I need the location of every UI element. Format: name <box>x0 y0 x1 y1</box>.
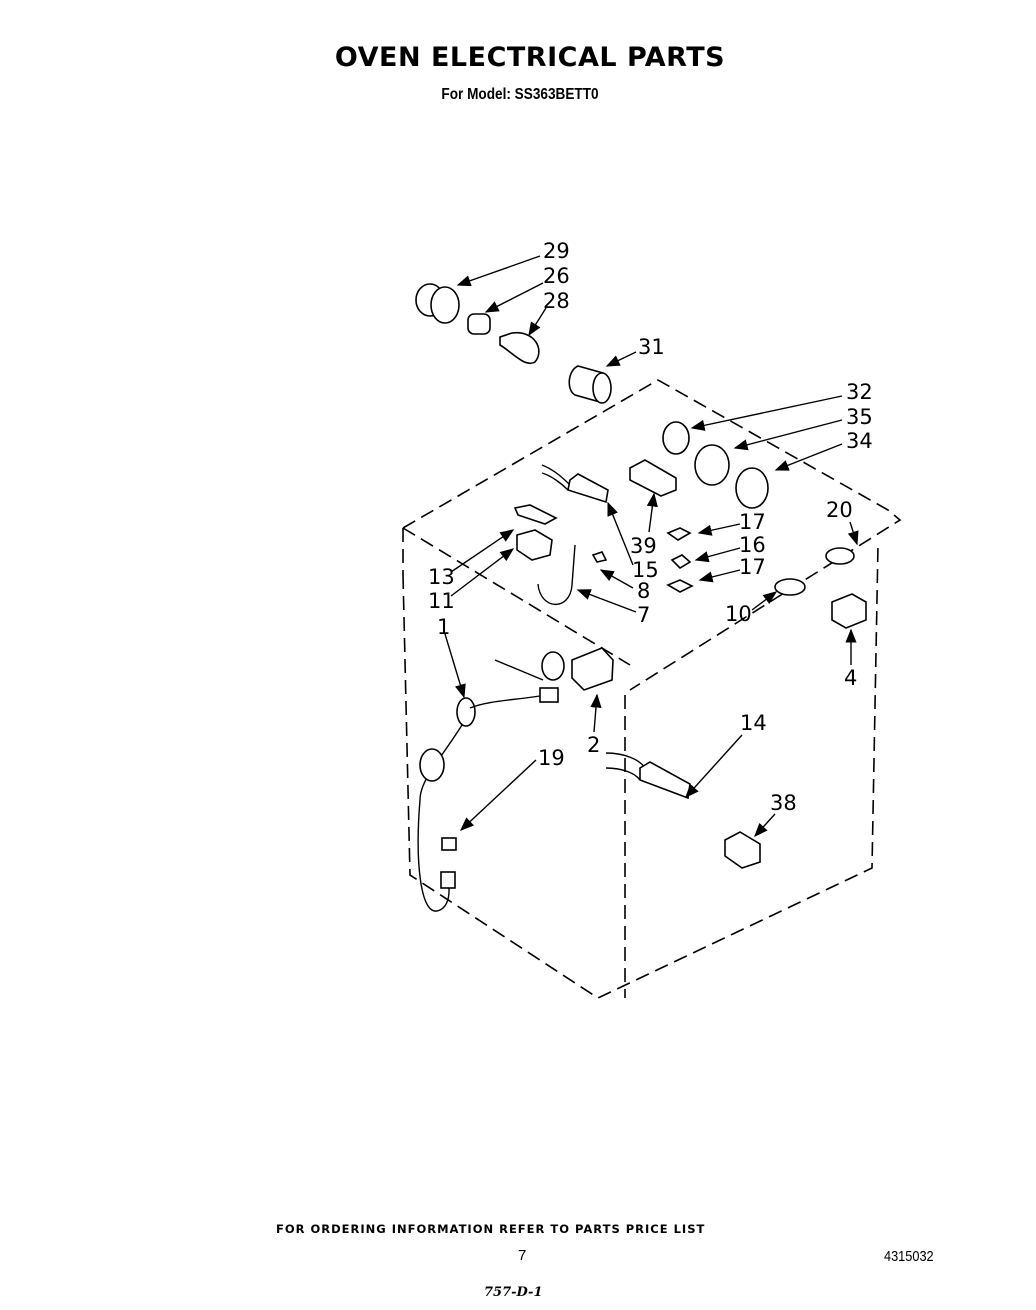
callout-31: 31 <box>638 335 665 359</box>
callout-35: 35 <box>846 405 873 429</box>
model-subtitle: For Model: SS363BETT0 <box>441 86 599 103</box>
handwritten-code: 757-D-1 <box>484 1285 543 1300</box>
part-39-terminal-block <box>629 459 677 497</box>
callout-2: 2 <box>587 733 600 757</box>
part-7-wire <box>537 544 576 606</box>
callout-39: 39 <box>630 534 657 558</box>
callout-26: 26 <box>543 264 570 288</box>
callout-10: 10 <box>725 602 752 626</box>
callout-13: 13 <box>428 565 455 589</box>
part-8-clip <box>591 551 608 563</box>
part-4-switch <box>831 593 867 629</box>
part-10-thermostat <box>774 578 806 596</box>
part-11-relay <box>516 529 553 561</box>
callout-34: 34 <box>846 429 873 453</box>
leader-lines <box>444 255 859 838</box>
callout-11: 11 <box>428 589 455 613</box>
part-26-socket <box>467 313 491 335</box>
part-38-latch <box>724 831 761 869</box>
callout-32: 32 <box>846 380 873 404</box>
callout-38: 38 <box>770 791 797 815</box>
callout-1: 1 <box>437 615 450 639</box>
part-2-control <box>494 647 614 691</box>
callout-17b: 17 <box>739 555 766 579</box>
page-number: 7 <box>518 1247 527 1264</box>
ordering-note: FOR ORDERING INFORMATION REFER TO PARTS … <box>276 1222 706 1236</box>
callout-29: 29 <box>543 239 570 263</box>
callout-15: 15 <box>632 558 659 582</box>
callout-8: 8 <box>637 579 650 603</box>
cabinet-outline <box>402 379 902 999</box>
part-1-power-cord <box>417 687 559 912</box>
callout-16: 16 <box>739 533 766 557</box>
part-15-sensor <box>541 464 609 504</box>
callout-19: 19 <box>538 746 565 770</box>
callout-17a: 17 <box>739 510 766 534</box>
part-19-connector <box>441 837 457 851</box>
part-14-sensor <box>605 752 691 800</box>
part-31-lamp-cover <box>568 365 612 404</box>
callout-28: 28 <box>543 289 570 313</box>
callout-14: 14 <box>740 711 767 735</box>
part-20-thermostat <box>825 547 855 565</box>
part-28-bulb <box>499 332 540 365</box>
callout-labels: 29 26 28 31 32 35 34 39 15 17 16 17 20 1… <box>428 239 873 815</box>
callout-20: 20 <box>826 498 853 522</box>
document-number: 4315032 <box>884 1248 934 1265</box>
part-13-bracket <box>513 504 558 525</box>
part-17-16-pads <box>666 527 694 593</box>
callout-4: 4 <box>844 666 857 690</box>
part-29-socket-housing <box>415 283 460 324</box>
callout-7: 7 <box>637 603 650 627</box>
part-rings <box>662 421 769 509</box>
page-title: OVEN ELECTRICAL PARTS <box>334 42 726 73</box>
